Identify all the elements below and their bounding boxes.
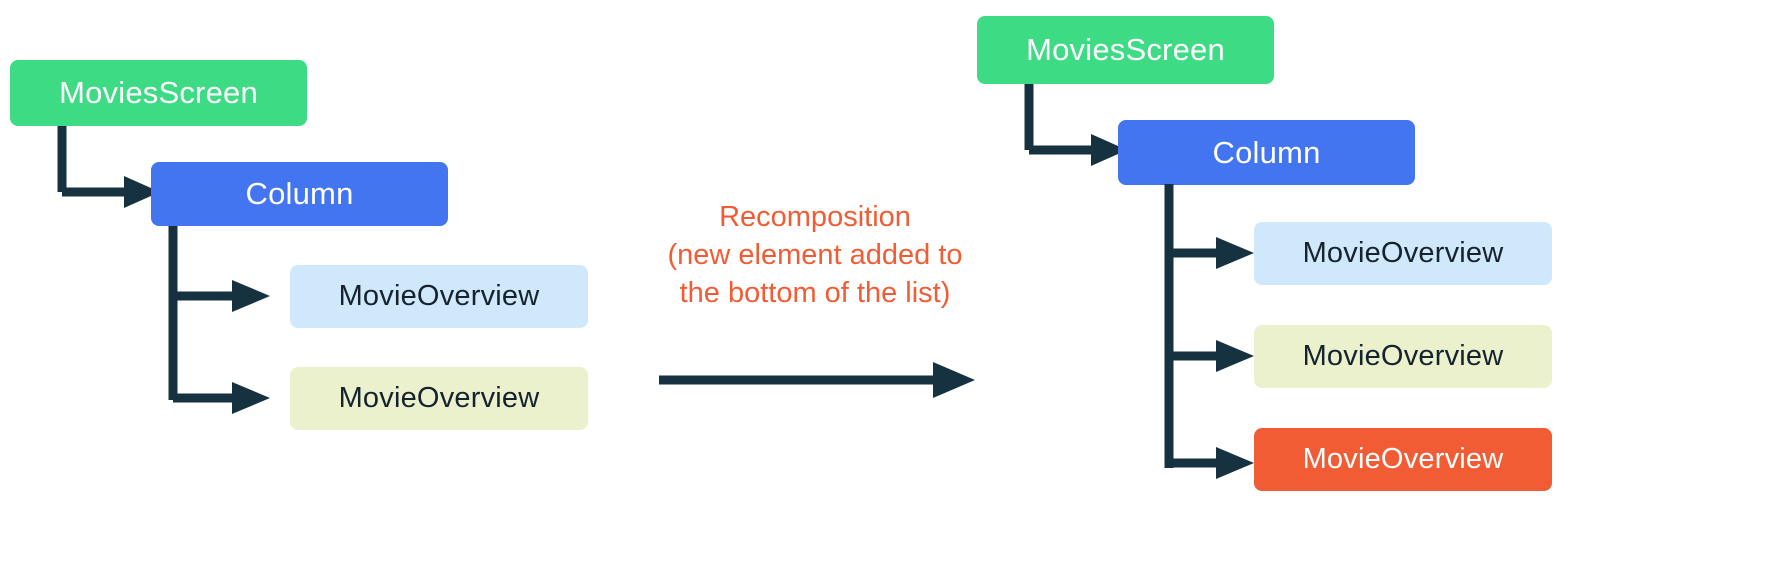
right-node-movie-overview-2: MovieOverview [1254, 325, 1552, 388]
right-node-movie-overview-3-new: MovieOverview [1254, 428, 1552, 491]
left-node-movie-overview-2: MovieOverview [290, 367, 588, 430]
right-connector-screen-to-column [1024, 84, 1127, 166]
right-connector-column-children [1164, 184, 1254, 479]
recomposition-label-line-2: (new element added to [667, 239, 963, 271]
right-node-movie-overview-1: MovieOverview [1254, 222, 1552, 285]
right-node-movies-screen: MoviesScreen [977, 16, 1274, 84]
right-node-column: Column [1118, 120, 1415, 185]
left-connector-column-children [168, 226, 270, 414]
left-connector-screen-to-column [57, 126, 160, 208]
left-node-movie-overview-1: MovieOverview [290, 265, 588, 328]
recomposition-label-line-1: Recomposition [719, 201, 911, 233]
recomposition-label-line-3: the bottom of the list) [679, 277, 951, 309]
left-node-movies-screen: MoviesScreen [10, 60, 307, 126]
recomposition-arrow [659, 362, 975, 398]
left-node-column: Column [151, 162, 448, 226]
